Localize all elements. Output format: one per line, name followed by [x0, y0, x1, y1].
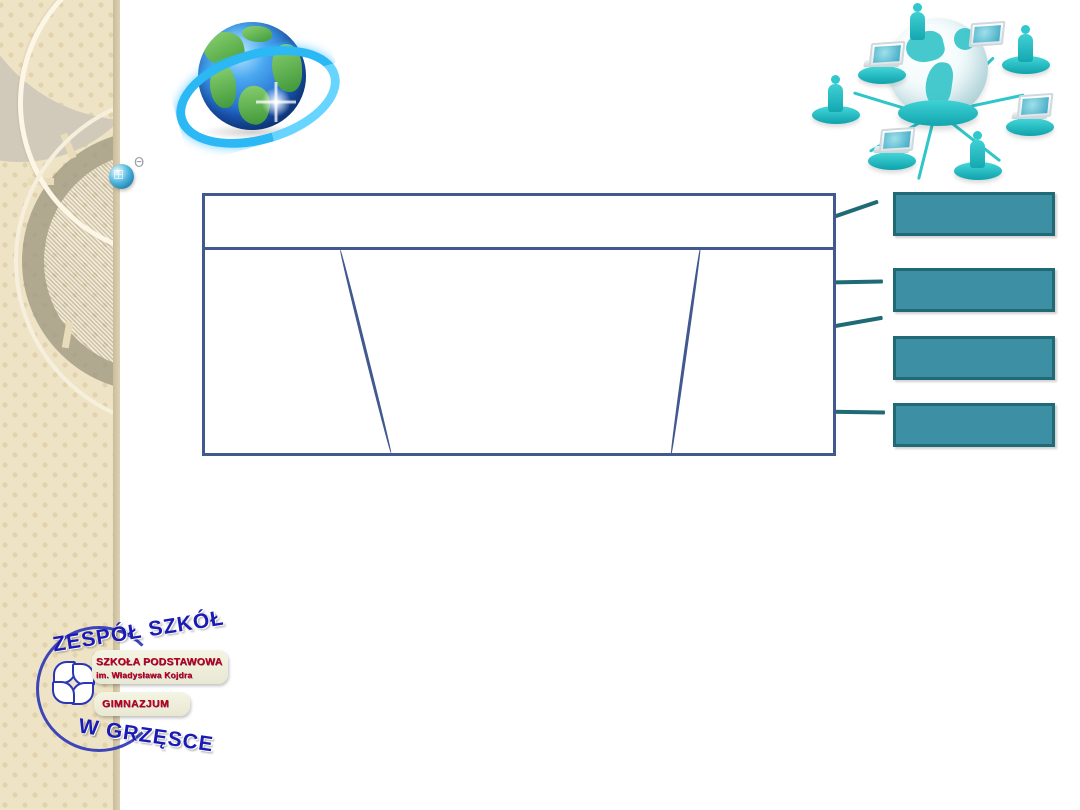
table-header-cell[interactable]: [205, 196, 839, 247]
node-disc: [868, 152, 916, 170]
globe-landmass: [210, 66, 236, 108]
person-icon: [970, 131, 985, 168]
table-cell[interactable]: [367, 247, 684, 456]
content-table[interactable]: [202, 193, 836, 456]
logo-ring: [36, 626, 162, 752]
table-cell[interactable]: [205, 247, 364, 456]
globe-landmass: [242, 26, 272, 42]
globe-bullet-icon: [109, 164, 134, 189]
global-network-illustration: [806, 2, 1078, 192]
flower-petal: [52, 681, 75, 704]
callout-box-3[interactable]: [893, 336, 1055, 380]
callout-box-1[interactable]: [893, 192, 1055, 236]
table-cell[interactable]: [687, 247, 839, 456]
decorative-sidebar: [0, 0, 120, 810]
callout-box-2[interactable]: [893, 268, 1055, 312]
anchor-glyph-icon: Θ: [134, 156, 145, 171]
node-disc: [1006, 118, 1054, 136]
node-disc: [858, 66, 906, 84]
globe-shadow: [200, 124, 304, 140]
network-link: [917, 117, 936, 180]
laptop-screen: [968, 20, 1006, 48]
logo-plate-gimnazjum: [94, 692, 190, 716]
school-logo: ZESPÓŁ SZKÓŁ SZKOŁA PODSTAWOWA im. Włady…: [22, 602, 262, 782]
globe-sparkle-icon: [256, 82, 296, 122]
person-icon: [1018, 25, 1033, 62]
logo-flower-icon: [50, 660, 96, 706]
sidebar-edge-strip: [113, 0, 120, 810]
person-icon: [910, 3, 925, 40]
network-globe-base: [898, 100, 978, 126]
node-disc: [812, 106, 860, 124]
laptop-screen: [868, 40, 906, 68]
table-header-divider: [205, 247, 833, 250]
logo-gimnazjum-name: GIMNAZJUM: [102, 698, 170, 710]
person-icon: [828, 75, 843, 112]
node-disc: [954, 162, 1002, 180]
node-disc: [1002, 56, 1050, 74]
logo-plate-school: [92, 650, 228, 684]
logo-patron-name: im. Władysława Kojdra: [96, 670, 193, 680]
laptop-screen: [878, 126, 916, 154]
laptop-screen: [1016, 92, 1054, 120]
logo-school-name: SZKOŁA PODSTAWOWA: [96, 656, 223, 668]
callout-box-4[interactable]: [893, 403, 1055, 447]
globe-world-icon: [172, 12, 327, 147]
